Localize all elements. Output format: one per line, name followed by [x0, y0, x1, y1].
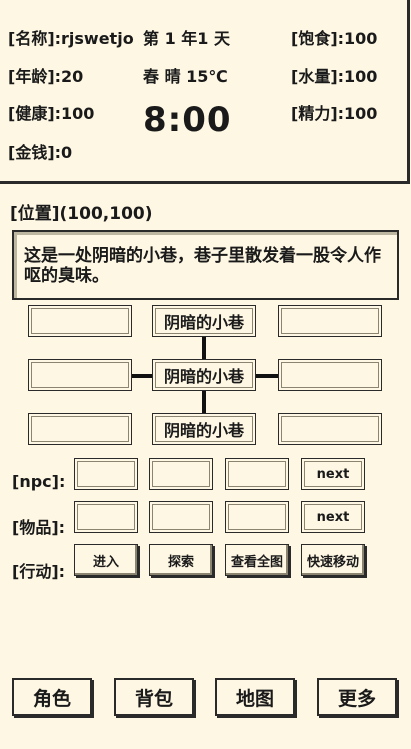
map-path-east [256, 374, 278, 378]
map-cell-current[interactable]: 阴暗的小巷 [152, 359, 256, 391]
map-cell-mid-left[interactable] [28, 359, 132, 391]
nav-more-button[interactable]: 更多 [317, 678, 397, 716]
map-cell-bottom-center[interactable]: 阴暗的小巷 [152, 413, 256, 445]
nav-backpack-button[interactable]: 背包 [114, 678, 194, 716]
player-age: [年龄]:20 [8, 67, 84, 86]
player-health: [健康]:100 [8, 104, 95, 123]
map-path-north [202, 337, 206, 359]
action-row-label: [行动]: [12, 562, 66, 581]
npc-next-button[interactable]: next [301, 458, 365, 490]
enter-button[interactable]: 进入 [74, 544, 138, 576]
map-cell-bottom-left[interactable] [28, 413, 132, 445]
npc-slot-2[interactable] [149, 458, 213, 490]
items-row-label: [物品]: [12, 518, 66, 537]
npc-slot-3[interactable] [225, 458, 289, 490]
view-full-map-button[interactable]: 查看全图 [225, 544, 289, 576]
player-money: [金钱]:0 [8, 143, 73, 162]
map-cell-bottom-right[interactable] [278, 413, 382, 445]
location-coordinates: [位置](100,100) [10, 204, 153, 224]
location-description: 这是一处阴暗的小巷，巷子里散发着一股令人作呕的臭味。 [24, 246, 381, 286]
map-cell-mid-right[interactable] [278, 359, 382, 391]
player-water: [水量]:100 [291, 67, 378, 86]
item-slot-3[interactable] [225, 501, 289, 533]
fast-travel-button[interactable]: 快速移动 [301, 544, 365, 576]
map-path-south [202, 391, 206, 414]
map-path-west [132, 374, 152, 378]
item-slot-2[interactable] [149, 501, 213, 533]
game-date: 第 1 年1 天 [143, 29, 230, 48]
status-panel: [名称]:rjswetjo [年龄]:20 [健康]:100 [金钱]:0 第 … [0, 0, 410, 184]
map-cell-top-right[interactable] [278, 305, 382, 337]
map-cell-top-left[interactable] [28, 305, 132, 337]
npc-row-label: [npc]: [12, 472, 66, 491]
game-clock: 8:00 [143, 100, 232, 140]
item-slot-1[interactable] [74, 501, 138, 533]
items-next-button[interactable]: next [301, 501, 365, 533]
player-satiety: [饱食]:100 [291, 29, 378, 48]
nav-character-button[interactable]: 角色 [12, 678, 92, 716]
player-name: [名称]:rjswetjo [8, 29, 134, 48]
nav-map-button[interactable]: 地图 [215, 678, 295, 716]
npc-slot-1[interactable] [74, 458, 138, 490]
explore-button[interactable]: 探索 [149, 544, 213, 576]
player-energy: [精力]:100 [291, 104, 378, 123]
location-description-box: 这是一处阴暗的小巷，巷子里散发着一股令人作呕的臭味。 [12, 230, 399, 300]
season-weather: 春 晴 15℃ [143, 67, 228, 86]
map-cell-top-center[interactable]: 阴暗的小巷 [152, 305, 256, 337]
